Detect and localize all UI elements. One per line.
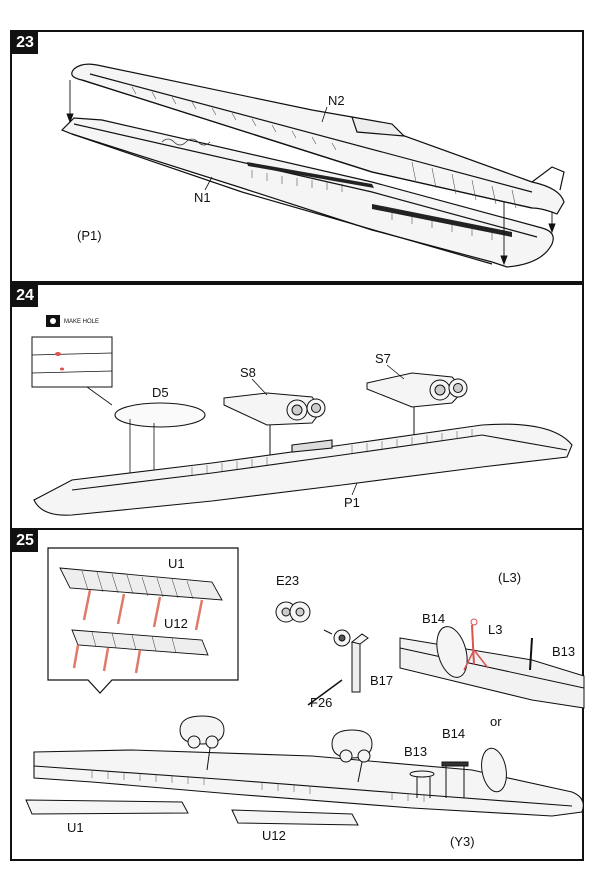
label-n1: N1 — [194, 190, 211, 205]
label-u12-inset: U12 — [164, 616, 188, 631]
label-u1-inset: U1 — [168, 556, 185, 571]
label-or: or — [490, 714, 502, 729]
wing-upper-ribs — [131, 86, 517, 209]
step-number: 23 — [12, 32, 38, 54]
step-25-diagram: U1 U12 E23 B17 F26 (L3) B14 — [25, 547, 585, 849]
wing-engines — [179, 715, 373, 783]
wing-lower-slots — [247, 162, 512, 237]
label-b14-top: B14 — [422, 611, 445, 626]
flap-u12 — [231, 809, 359, 826]
l3-detail — [399, 618, 585, 709]
wing-upper-n2 — [71, 63, 565, 215]
decal-script — [161, 138, 211, 146]
flap-inset — [47, 547, 239, 694]
part-s7 — [366, 372, 468, 473]
step-25-panel: 25 U1 U12 — [10, 528, 585, 861]
part-b17-gear — [307, 629, 369, 706]
label-b13: B13 — [404, 744, 427, 759]
label-f26: F26 — [310, 695, 332, 710]
make-hole-label: MAKE HOLE — [64, 319, 99, 325]
parts-b13-b14 — [409, 747, 507, 798]
label-e23: E23 — [276, 573, 299, 588]
step-24-diagram: MAKE HOLE D5 S8 — [31, 315, 573, 516]
label-u12: U12 — [262, 828, 286, 843]
label-y3: (Y3) — [450, 834, 475, 849]
label-b14: B14 — [442, 726, 465, 741]
make-hole-icon — [46, 315, 60, 327]
wing-p1 — [33, 423, 573, 516]
label-u1: U1 — [67, 820, 84, 835]
part-e23-wheel — [275, 601, 311, 623]
make-hole-inset — [31, 336, 113, 406]
flap-u1 — [25, 799, 189, 815]
step-23-diagram: N2 N1 (P1) — [60, 63, 565, 268]
part-s8 — [223, 392, 326, 493]
label-n2: N2 — [328, 93, 345, 108]
label-s7: S7 — [375, 351, 391, 366]
label-d5: D5 — [152, 385, 169, 400]
u1-pins — [82, 589, 204, 631]
label-p1: (P1) — [77, 228, 102, 243]
label-s8: S8 — [240, 365, 256, 380]
label-b13-top: B13 — [552, 644, 575, 659]
wing-lower-ribs — [251, 170, 493, 240]
step-number: 25 — [12, 530, 38, 552]
u12-pins — [72, 644, 142, 674]
wing-underside-ribs — [91, 770, 425, 802]
label-b17: B17 — [370, 673, 393, 688]
step-number: 24 — [12, 285, 38, 307]
wing-p1-ribs — [191, 429, 473, 475]
label-l3: L3 — [488, 622, 502, 637]
label-p1: P1 — [344, 495, 360, 510]
wing-lower-n1 — [60, 117, 554, 268]
label-l3-header: (L3) — [498, 570, 521, 585]
step-23-panel: 23 — [10, 30, 584, 283]
assembly-arrows — [66, 80, 556, 266]
step-24-panel: 24 MAKE HOLE D5 — [10, 283, 584, 530]
